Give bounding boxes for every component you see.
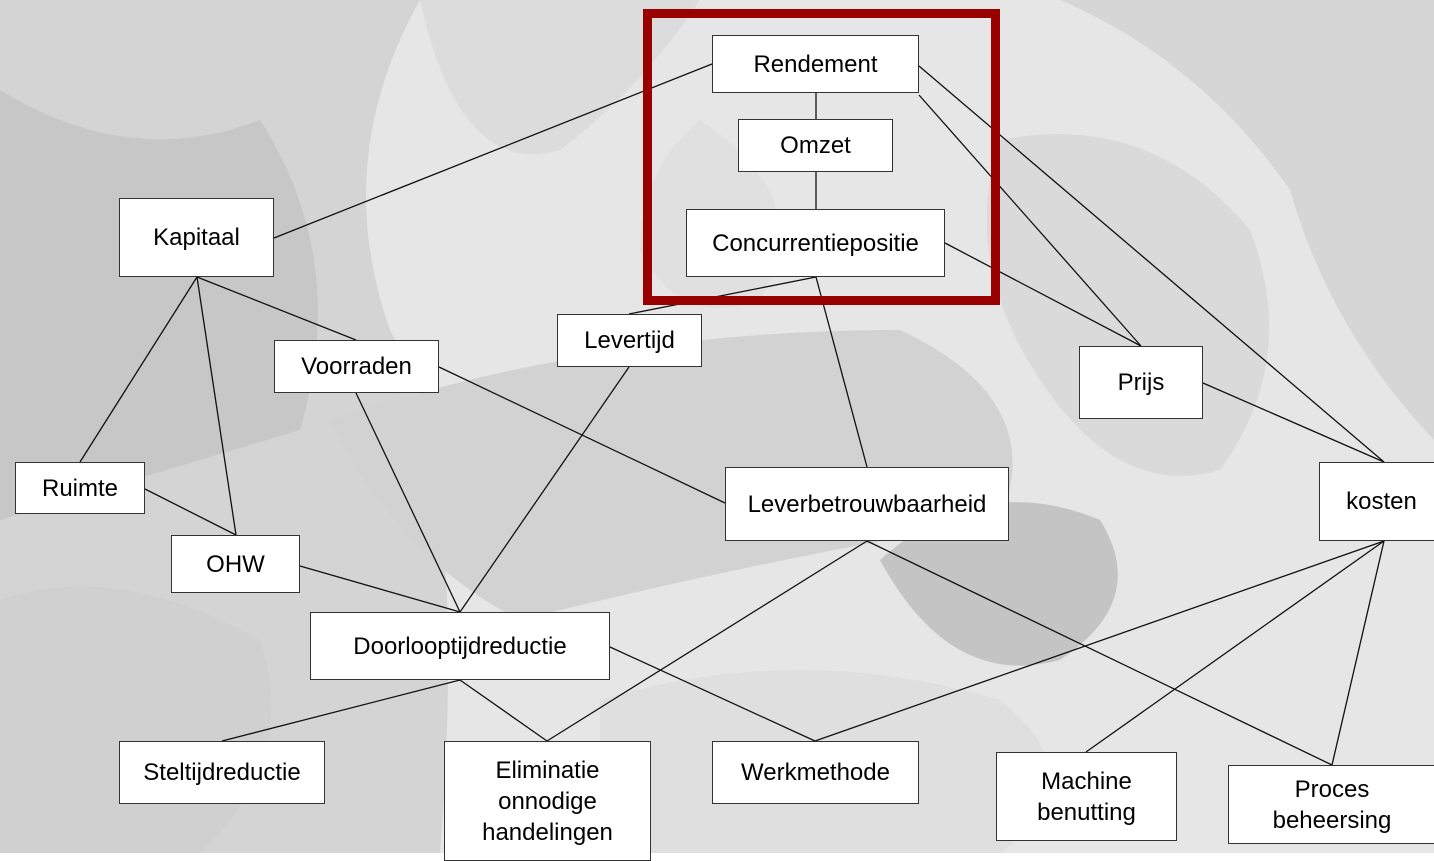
- connector-prijs-kosten: [1202, 382, 1385, 463]
- node-kosten: kosten: [1319, 462, 1434, 541]
- highlight-frame: [643, 9, 1000, 305]
- connector-kapitaal-ohw: [196, 276, 237, 536]
- node-ruimte: Ruimte: [15, 462, 145, 514]
- node-voorraden: Voorraden: [274, 340, 439, 393]
- node-steltijdreductie: Steltijdreductie: [119, 741, 325, 804]
- node-concurrentiepositie: Concurrentiepositie: [686, 209, 945, 277]
- connector-levertijd-doorlooptijdreductie: [459, 366, 630, 613]
- node-omzet: Omzet: [738, 119, 893, 172]
- node-machine: Machine benutting: [996, 752, 1177, 841]
- node-levertijd: Levertijd: [557, 314, 702, 367]
- node-ohw: OHW: [171, 535, 300, 593]
- connector-voorraden-doorlooptijdreductie: [355, 392, 461, 613]
- connector-doorlooptijdreductie-steltijdreductie: [221, 679, 461, 742]
- node-rendement: Rendement: [712, 35, 919, 93]
- node-kapitaal: Kapitaal: [119, 198, 274, 277]
- node-werkmethode: Werkmethode: [712, 741, 919, 804]
- connector-kapitaal-ruimte: [79, 276, 198, 463]
- connector-concurrentiepositie-prijs: [944, 242, 1142, 347]
- connector-kosten-werkmethode: [814, 540, 1385, 742]
- connector-doorlooptijdreductie-eliminatie: [459, 679, 548, 742]
- connector-concurrentiepositie-levertijd: [628, 276, 817, 315]
- connector-kosten-proces: [1331, 540, 1385, 766]
- node-doorlooptijdreductie: Doorlooptijdreductie: [310, 612, 610, 680]
- connector-rendement-prijs: [918, 94, 1142, 347]
- connector-concurrentiepositie-leverbetrouwbaarheid: [815, 276, 868, 468]
- connector-leverbetrouwbaarheid-eliminatie: [546, 540, 868, 742]
- node-proces: Proces beheersing: [1228, 765, 1434, 844]
- node-eliminatie: Eliminatie onnodige handelingen: [444, 741, 651, 861]
- connector-kapitaal-voorraden: [196, 276, 357, 341]
- node-prijs: Prijs: [1079, 346, 1203, 419]
- connector-doorlooptijdreductie-werkmethode: [609, 646, 816, 742]
- connector-ruimte-ohw: [144, 488, 237, 536]
- connector-kosten-machine: [1085, 540, 1385, 753]
- connector-leverbetrouwbaarheid-proces: [866, 540, 1333, 766]
- node-leverbetrouwbaarheid: Leverbetrouwbaarheid: [725, 467, 1009, 541]
- connector-ohw-doorlooptijdreductie: [299, 565, 461, 613]
- connector-rendement-kapitaal: [273, 63, 713, 239]
